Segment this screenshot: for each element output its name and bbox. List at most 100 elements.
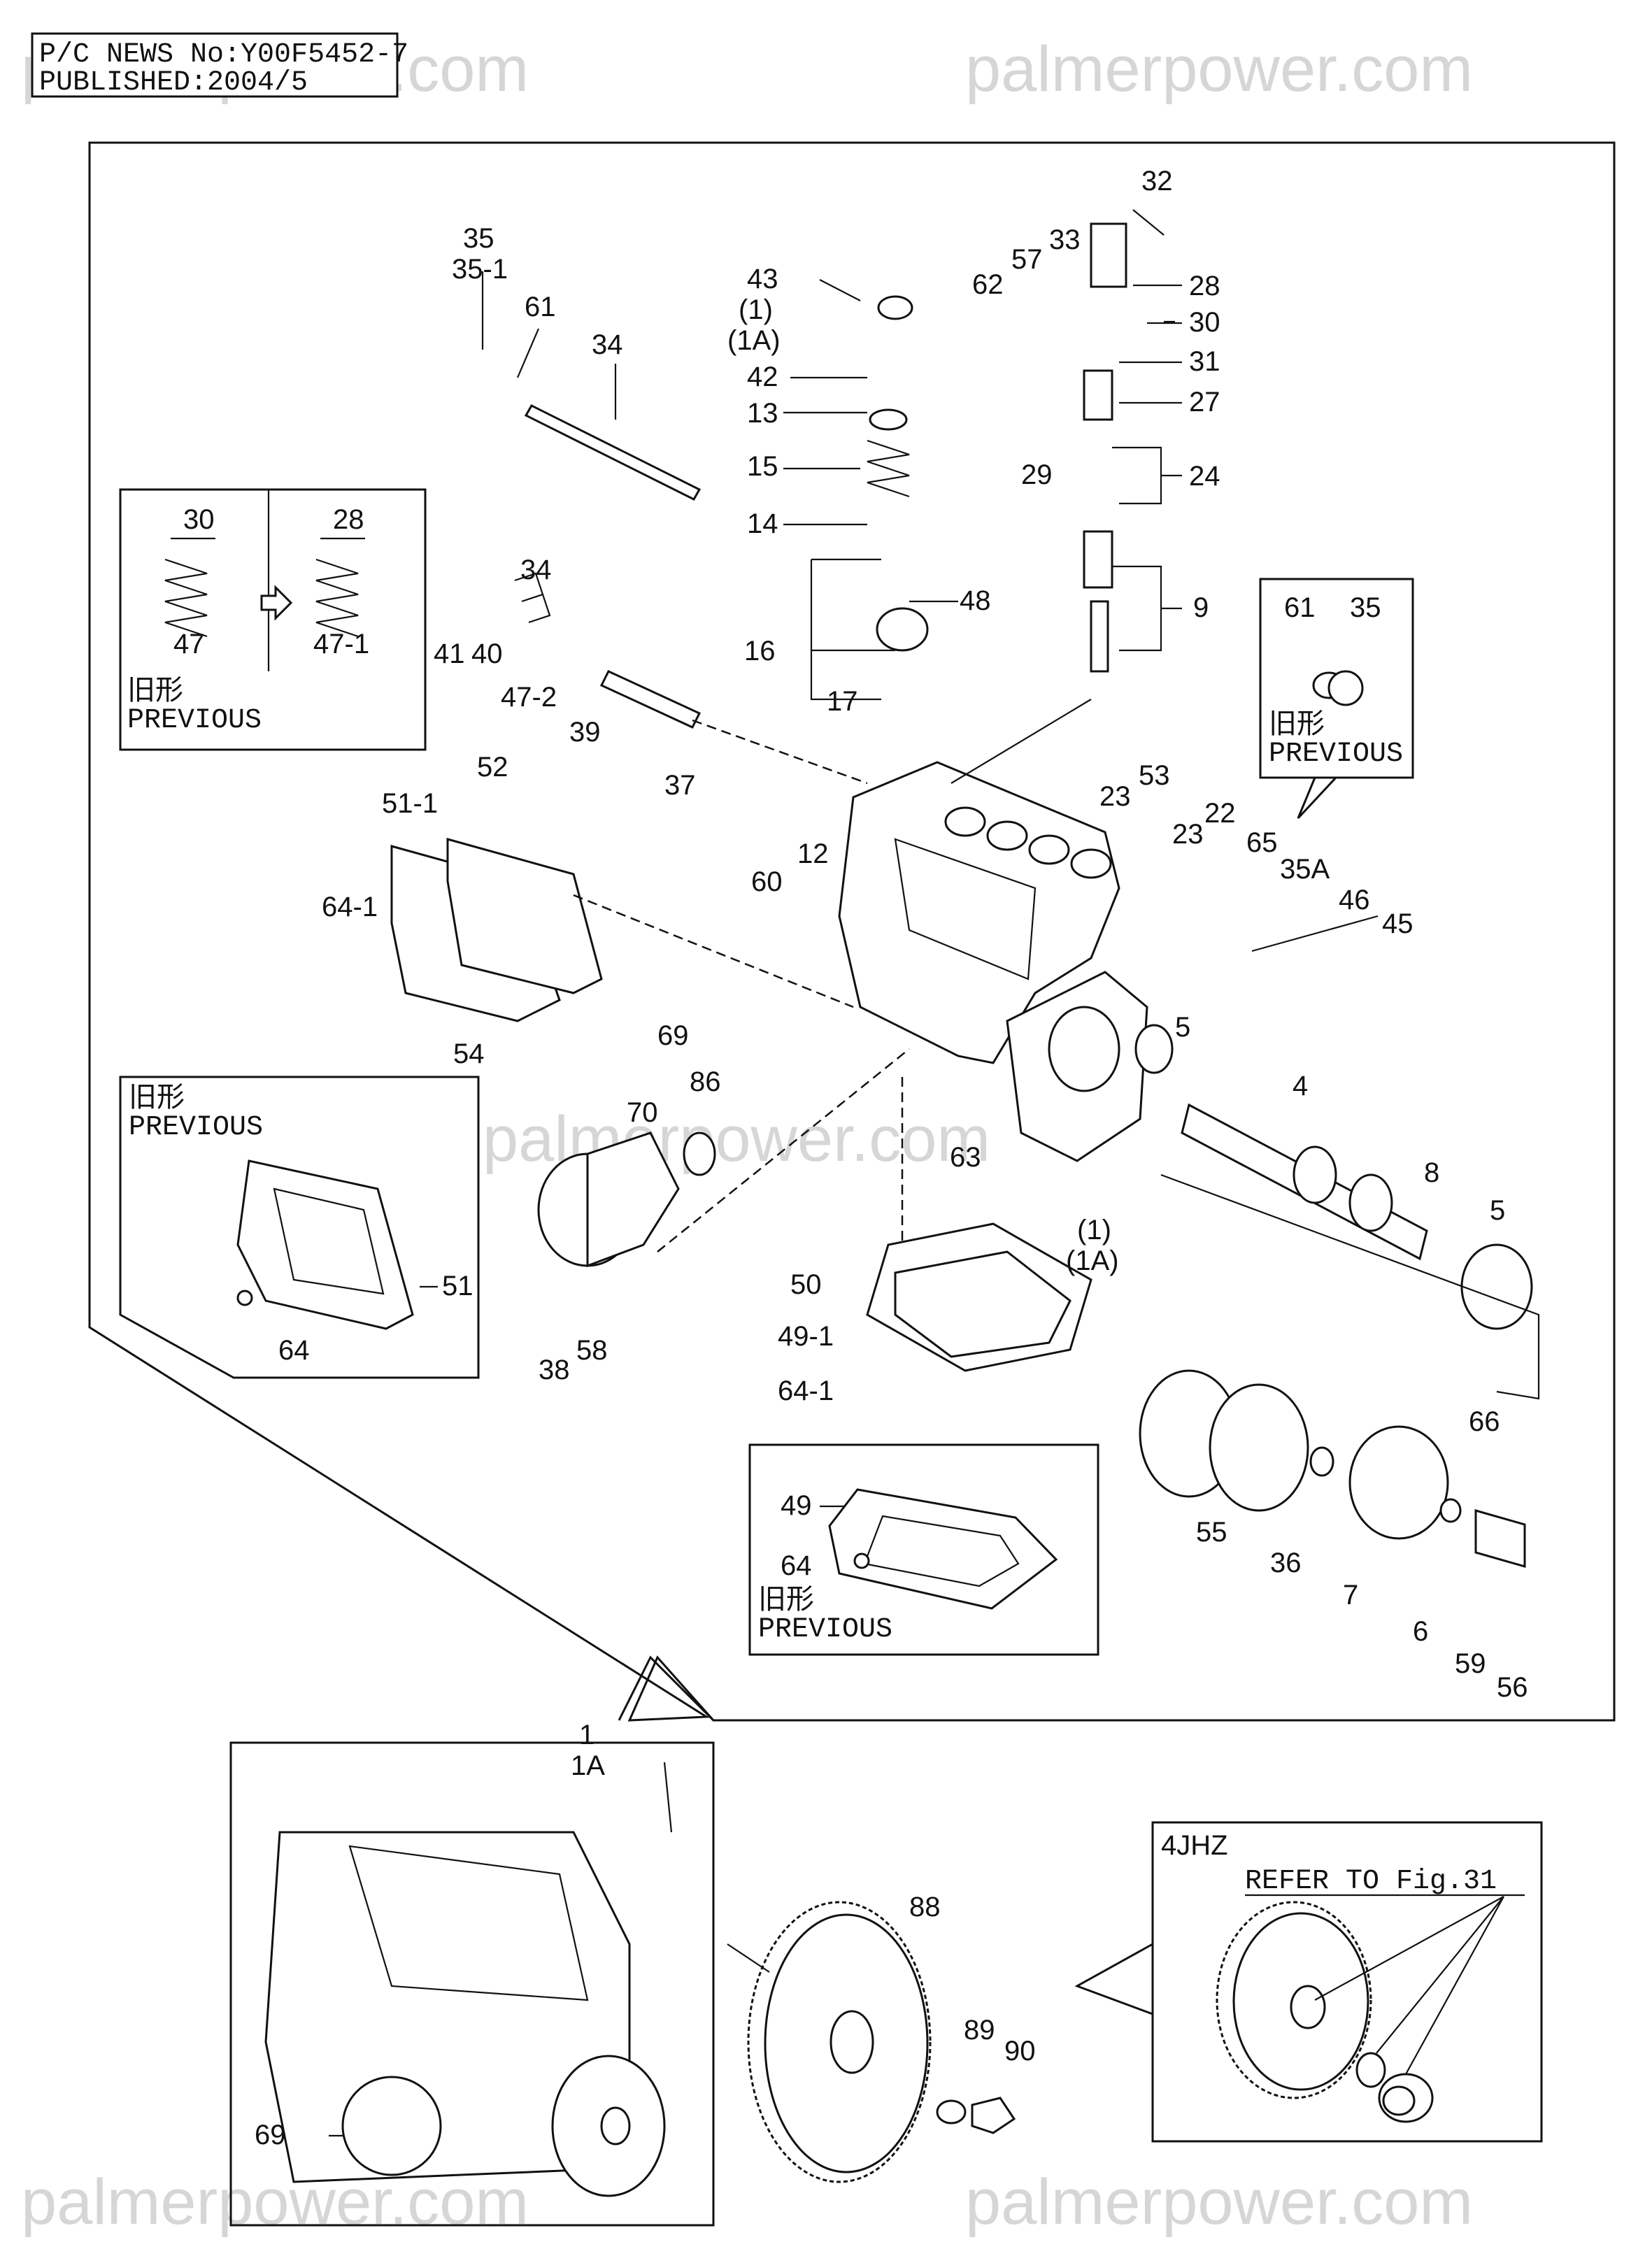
callout-32: 32 [1141, 166, 1173, 197]
callout-7: 7 [1343, 1580, 1358, 1611]
spring-previous-dim-right: 28 [333, 504, 364, 535]
callout-24: 24 [1189, 461, 1220, 492]
washer-icon [936, 2099, 967, 2125]
callout-61: 61 [525, 292, 556, 322]
callout-27: 27 [1189, 387, 1220, 417]
pump-assembly [264, 1831, 666, 2197]
feed-pump [537, 1131, 716, 1268]
callout-17: 17 [827, 686, 858, 717]
callout-34-dim: 34 [520, 555, 552, 585]
inset-spring-previous: 30 28 47 47-1 旧形 PREVIOUS [119, 488, 427, 751]
callout-8: 8 [1424, 1157, 1439, 1188]
callout-42: 42 [747, 362, 778, 392]
callout-54: 54 [453, 1038, 485, 1069]
variant-4jhz-model: 4JHZ [1161, 1830, 1228, 1861]
drive-gear [747, 1901, 1016, 2183]
variant-4jhz-refer: REFER TO Fig.31 [1245, 1866, 1497, 1897]
callout-33: 33 [1049, 224, 1081, 255]
callout-22: 22 [1204, 798, 1236, 829]
camshaft [1181, 1103, 1533, 1330]
callout-9: 9 [1193, 592, 1209, 623]
cover-previous-part-b: 64 [781, 1550, 812, 1581]
watermark-bottom-right: palmerpower.com [965, 2166, 1473, 2238]
gasket-old-icon [236, 1159, 414, 1330]
callout-35: 35 [463, 223, 494, 254]
spring-previous-part-left: 47 [173, 629, 205, 659]
plug-previous-kanji: 旧形 [1269, 708, 1325, 739]
callout-30: 30 [1189, 307, 1220, 338]
end-cover-parts [866, 1222, 1092, 1372]
callout-88: 88 [909, 1892, 941, 1922]
inset-plug-previous: 61 35 旧形 PREVIOUS [1259, 578, 1414, 820]
o-ring-icon [683, 1131, 716, 1176]
cover-previous-kanji: 旧形 [758, 1584, 814, 1615]
gear-icon [1216, 1901, 1372, 2099]
main-frame [88, 141, 1616, 1722]
watermark-group: palmerpower.com palmerpower.com palmerpo… [21, 34, 1473, 2238]
callout-62: 62 [972, 269, 1004, 300]
callout-37: 37 [664, 770, 696, 801]
spring-previous-kanji: 旧形 [127, 675, 183, 706]
callout-14: 14 [747, 508, 778, 539]
callout-1a-paren-lower: (1A) [1066, 1245, 1119, 1276]
callout-13: 13 [747, 398, 778, 429]
control-rack [514, 404, 702, 729]
gasket-previous-part-b: 64 [278, 1335, 310, 1366]
callout-49-1: 49-1 [778, 1321, 834, 1352]
delivery-valve-parts [867, 222, 1127, 673]
callout-5b: 5 [1490, 1195, 1505, 1226]
watermark-top-right: palmerpower.com [965, 34, 1473, 105]
gasket-previous-label: PREVIOUS [129, 1112, 263, 1143]
callout-58: 58 [576, 1335, 608, 1366]
spring-old-icon [164, 558, 208, 638]
callout-63: 63 [950, 1142, 981, 1173]
spring-previous-part-right: 47-1 [313, 629, 369, 659]
plug-old-icon [1312, 670, 1364, 706]
callout-51-1: 51-1 [382, 788, 438, 819]
callout-35a: 35A [1280, 854, 1330, 885]
callout-56: 56 [1497, 1672, 1528, 1703]
cover-previous-part-a: 49 [781, 1490, 812, 1521]
shim-icon [1209, 1383, 1309, 1512]
callout-48: 48 [960, 585, 991, 616]
news-number: P/C NEWS No:Y00F5452-7 [39, 39, 408, 71]
gasket-previous-kanji: 旧形 [129, 1082, 185, 1113]
nut-icon [971, 2097, 1016, 2134]
gasket-previous-part-a: 51 [442, 1271, 473, 1301]
callout-1a: 1A [571, 1750, 605, 1781]
callout-43: 43 [747, 264, 778, 294]
nut-icon [1378, 2073, 1434, 2123]
published-date: PUBLISHED:2004/5 [39, 67, 308, 99]
callout-1-paren: (1) [739, 294, 773, 325]
callout-labels: 35 35-1 61 34 43 (1) (1A) 42 13 15 14 16… [255, 166, 1528, 2150]
callout-45: 45 [1382, 908, 1414, 939]
header-news-box: P/C NEWS No:Y00F5452-7 PUBLISHED:2004/5 [31, 32, 408, 99]
callout-6: 6 [1413, 1616, 1428, 1647]
callout-23b: 23 [1172, 819, 1204, 850]
plug-previous-part-a: 61 [1284, 592, 1316, 623]
callout-15: 15 [747, 451, 778, 482]
callout-4: 4 [1293, 1071, 1308, 1101]
screw-icon [853, 1552, 870, 1569]
plug-previous-label: PREVIOUS [1269, 738, 1403, 770]
callout-57: 57 [1011, 244, 1043, 275]
variant-4jhz-frame [1151, 1821, 1543, 2143]
callout-23a: 23 [1099, 781, 1131, 812]
side-cover [390, 838, 603, 1022]
callout-60: 60 [751, 866, 783, 897]
callout-89: 89 [964, 2015, 995, 2045]
callout-1-paren-lower: (1) [1077, 1215, 1111, 1245]
washer-icon [1439, 1498, 1462, 1523]
screw-icon [236, 1290, 253, 1306]
callout-69-lower: 69 [255, 2120, 286, 2150]
watermark-bottom-left: palmerpower.com [21, 2166, 529, 2238]
coupling-icon [1348, 1425, 1449, 1540]
callout-28: 28 [1189, 271, 1220, 301]
nut-icon [1474, 1509, 1526, 1568]
callout-1a-paren: (1A) [727, 325, 781, 356]
plug-previous-part-b: 35 [1350, 592, 1381, 623]
callout-66: 66 [1469, 1406, 1500, 1437]
callout-64-1: 64-1 [322, 892, 378, 922]
callout-59: 59 [1455, 1648, 1486, 1679]
